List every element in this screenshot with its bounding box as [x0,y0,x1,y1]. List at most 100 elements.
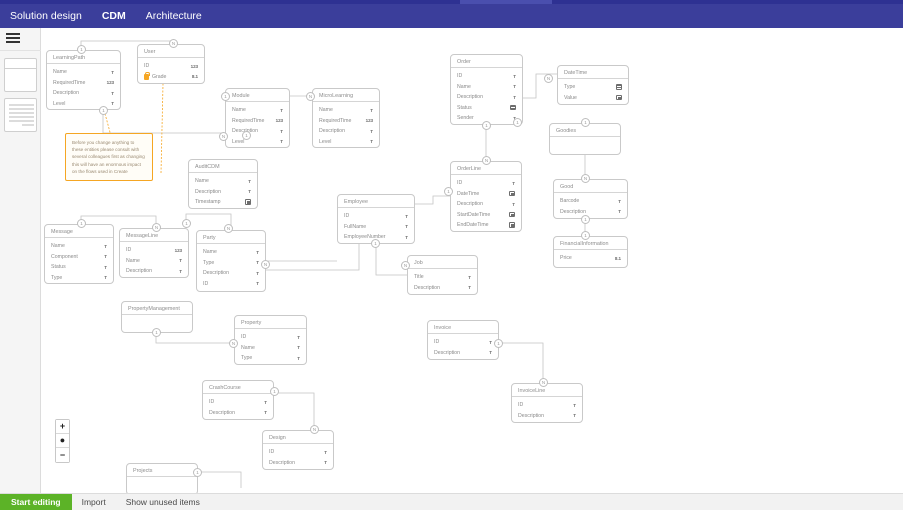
cardinality-marker[interactable]: N [482,156,491,165]
cardinality-marker[interactable]: N [310,425,319,434]
cardinality-marker[interactable]: 1 [152,328,161,337]
entity-goodies[interactable]: Goodies [549,123,621,155]
nav-item-solution-design[interactable]: Solution design [10,10,82,22]
cardinality-marker[interactable]: 1 [482,121,491,130]
attribute-row[interactable]: Status [451,103,522,114]
attribute-row[interactable]: DateTime [451,189,521,200]
note-shape-thumbnail[interactable] [4,98,37,132]
sticky-note[interactable]: Before you change anything to these enti… [65,133,153,181]
cardinality-marker[interactable]: 1 [99,106,108,115]
cardinality-marker[interactable]: 1 [77,219,86,228]
cardinality-marker[interactable]: 1 [581,231,590,240]
entity-propertymanagement[interactable]: PropertyManagement [121,301,193,333]
cardinality-marker[interactable]: N [152,223,161,232]
cardinality-marker[interactable]: 1 [221,92,230,101]
attribute-row[interactable]: Timestamp [189,197,257,208]
entity-shape-thumbnail[interactable] [4,58,37,92]
cardinality-marker[interactable]: 1 [77,45,86,54]
nav-item-cdm[interactable]: CDM [101,10,126,22]
entity-order[interactable]: OrderIDTNameTDescriptionTStatusSenderT [450,54,523,125]
cardinality-marker[interactable]: N [539,378,548,387]
cardinality-marker[interactable]: 1 [444,187,453,196]
cardinality-marker[interactable]: 1 [494,339,503,348]
show-unused-items-button[interactable]: Show unused items [125,497,200,507]
entity-module[interactable]: ModuleNameTRequiredTime123DescriptionTLe… [225,88,290,148]
cardinality-marker[interactable]: N [224,224,233,233]
cardinality-marker[interactable]: N [401,261,410,270]
cardinality-marker[interactable]: N [261,260,270,269]
cardinality-marker[interactable]: N [544,74,553,83]
cardinality-marker[interactable]: 1 [182,219,191,228]
hamburger-icon[interactable] [6,33,20,44]
zoom-reset-button[interactable]: ● [56,434,69,448]
cardinality-marker[interactable]: 1 [242,131,251,140]
cardinality-marker[interactable]: 1 [581,118,590,127]
cardinality-marker[interactable]: 1 [581,215,590,224]
cardinality-marker[interactable]: 1 [270,387,279,396]
cardinality-marker[interactable]: N [229,339,238,348]
import-button[interactable]: Import [81,497,106,507]
attribute-row[interactable]: Value [558,93,628,104]
cardinality-marker[interactable]: N [306,92,315,101]
attribute-row[interactable]: Type [558,82,628,93]
cardinality-marker[interactable]: 1 [513,118,522,127]
zoom-in-button[interactable]: + [56,420,69,434]
start-editing-button[interactable]: Start editing [0,494,72,510]
